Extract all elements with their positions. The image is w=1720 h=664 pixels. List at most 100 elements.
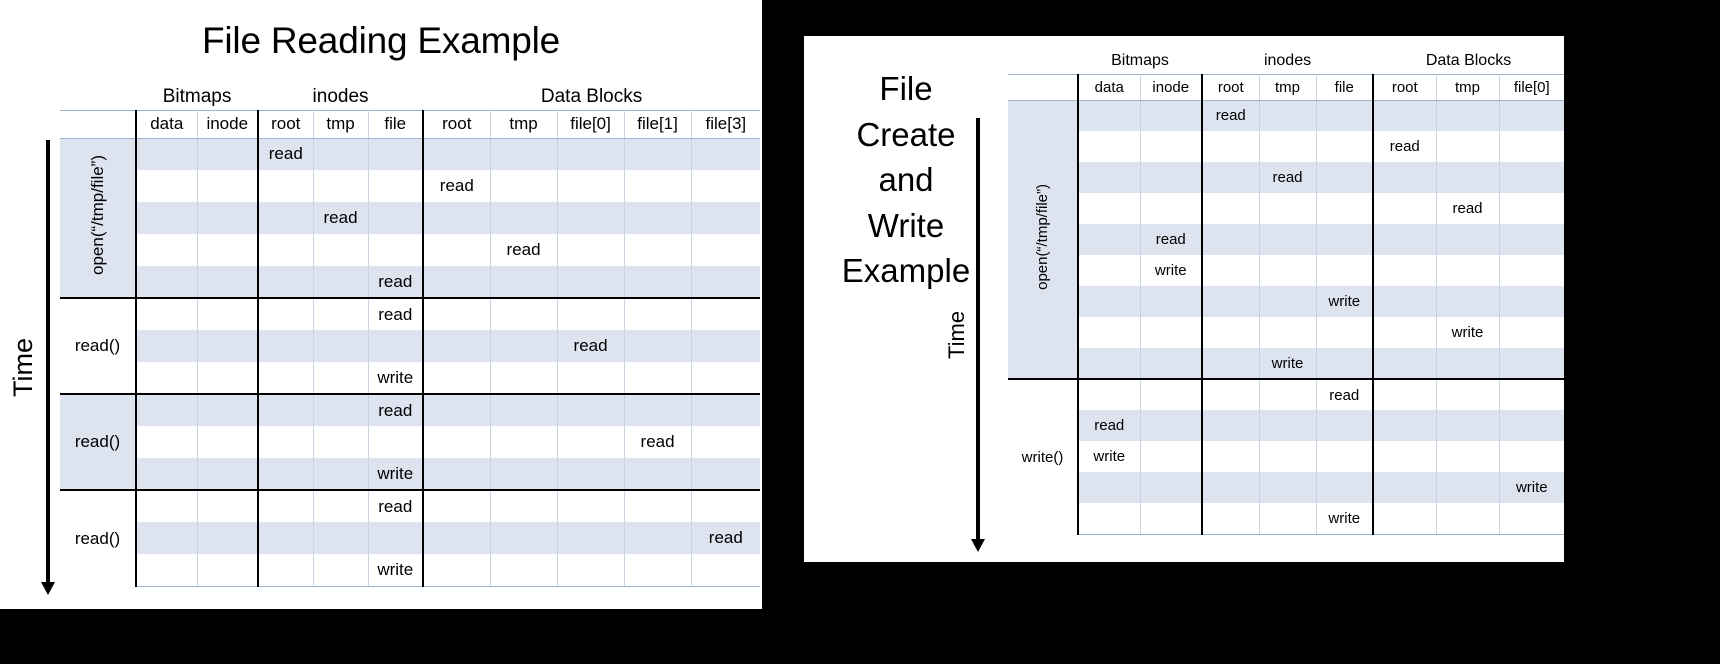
cell-data-file0 xyxy=(557,554,625,587)
cell-bm-inode xyxy=(197,266,260,298)
cell-inode-tmp xyxy=(1259,131,1317,162)
cell-data-file3 xyxy=(691,202,761,234)
cell-inode-root xyxy=(1202,378,1260,410)
cell-bm-inode xyxy=(1140,441,1204,472)
left-colhdr-data-tmp: tmp xyxy=(490,109,558,139)
cell-data-root xyxy=(1373,193,1437,224)
cell-data-file0 xyxy=(1499,162,1565,193)
cell-inode-root xyxy=(1202,224,1260,255)
cell-data-file1 xyxy=(624,330,692,362)
cell-inode-file: read xyxy=(1316,378,1375,410)
cell-data-tmp xyxy=(1436,224,1500,255)
cell-bm-inode xyxy=(1140,378,1204,410)
cell-data-tmp xyxy=(490,170,558,202)
cell-bm-inode xyxy=(1140,193,1204,224)
cell-bm-inode xyxy=(1140,472,1204,503)
cell-bm-inode xyxy=(1140,162,1204,193)
cell-inode-root xyxy=(1202,162,1260,193)
cell-data-tmp xyxy=(1436,100,1500,131)
cell-data-file0: write xyxy=(1499,472,1565,503)
left-op-label-read-1: read() xyxy=(60,297,137,394)
table-row: write xyxy=(60,554,761,587)
cell-inode-tmp xyxy=(1259,441,1317,472)
cell-inode-root xyxy=(1202,255,1260,286)
cell-inode-file xyxy=(1316,255,1375,286)
right-time-label: Time xyxy=(944,310,969,360)
cell-inode-file xyxy=(1316,193,1375,224)
cell-inode-root xyxy=(1202,348,1260,379)
cell-bm-inode xyxy=(1140,100,1204,131)
cell-bm-inode xyxy=(1140,348,1204,379)
cell-data-file0 xyxy=(557,234,625,266)
cell-data-tmp xyxy=(1436,131,1500,162)
cell-data-tmp xyxy=(490,522,558,554)
cell-bm-data xyxy=(1078,472,1141,503)
cell-inode-tmp xyxy=(313,170,369,202)
left-group-header-inodes: inodes xyxy=(258,84,424,110)
cell-inode-root xyxy=(258,522,314,554)
right-op-label-open: open(“/tmp/file”) xyxy=(1008,100,1079,379)
cell-inode-tmp xyxy=(313,554,369,587)
cell-bm-inode xyxy=(1140,286,1204,317)
table-row: read xyxy=(1008,162,1565,193)
cell-inode-tmp xyxy=(1259,410,1317,441)
left-group-header-row: Bitmaps inodes Data Blocks xyxy=(60,84,761,110)
right-colhdr-bm-inode: inode xyxy=(1140,73,1204,101)
cell-inode-tmp xyxy=(313,458,369,490)
cell-inode-file xyxy=(1316,472,1375,503)
cell-data-file0 xyxy=(557,297,625,330)
cell-inode-root xyxy=(258,170,314,202)
cell-bm-inode xyxy=(197,138,260,170)
left-time-axis: Time xyxy=(8,140,55,595)
cell-data-file3: read xyxy=(691,522,761,554)
cell-inode-root xyxy=(258,458,314,490)
cell-inode-tmp xyxy=(1259,255,1317,286)
cell-inode-root xyxy=(258,426,314,458)
cell-inode-root xyxy=(258,234,314,266)
table-row: write xyxy=(1008,348,1565,379)
cell-data-file0 xyxy=(557,522,625,554)
cell-data-file1 xyxy=(624,297,692,330)
cell-inode-file xyxy=(368,234,425,266)
left-colhdr-bm-data: data xyxy=(136,109,198,139)
cell-data-file0 xyxy=(1499,255,1564,286)
cell-inode-file xyxy=(1316,441,1375,472)
cell-data-file0: read xyxy=(557,330,625,362)
cell-inode-file: write xyxy=(1316,286,1375,317)
cell-bm-inode xyxy=(197,489,260,522)
cell-data-tmp xyxy=(490,426,558,458)
cell-data-root: read xyxy=(423,170,491,202)
cell-data-file3 xyxy=(691,489,761,522)
right-group-header-datablocks: Data Blocks xyxy=(1373,48,1565,74)
right-colhdr-inode-tmp: tmp xyxy=(1259,73,1317,101)
cell-inode-tmp xyxy=(313,522,369,554)
cell-bm-data xyxy=(1078,503,1141,535)
right-colhdr-bm-data: data xyxy=(1078,73,1141,101)
left-colhdr-data-file3: file[3] xyxy=(691,109,761,139)
cell-inode-root xyxy=(1202,441,1260,472)
cell-inode-file: write xyxy=(368,554,425,587)
table-row: read xyxy=(60,330,761,362)
cell-data-root xyxy=(423,234,491,266)
left-colhdr-data-root: root xyxy=(423,109,491,139)
left-colhdr-corner xyxy=(60,109,137,139)
cell-inode-file xyxy=(368,426,425,458)
cell-data-tmp xyxy=(490,266,558,298)
cell-data-file0 xyxy=(1499,348,1565,379)
cell-inode-root xyxy=(1202,410,1260,441)
table-row: read() read xyxy=(60,393,761,490)
left-op-label-open: open(“/tmp/file”) xyxy=(60,138,137,298)
cell-inode-file: write xyxy=(1316,503,1375,535)
right-op-label-write: write() xyxy=(1008,378,1079,534)
cell-inode-tmp xyxy=(1259,317,1317,348)
cell-bm-data: read xyxy=(1078,410,1141,441)
right-colhdr-data-file0: file[0] xyxy=(1499,73,1565,101)
cell-inode-file xyxy=(368,202,425,234)
left-colhdr-data-file1: file[1] xyxy=(624,109,692,139)
cell-bm-data xyxy=(136,522,198,554)
cell-bm-data xyxy=(136,362,198,394)
cell-data-tmp: write xyxy=(1436,317,1500,348)
cell-data-file3 xyxy=(691,170,760,202)
cell-bm-inode xyxy=(1140,131,1204,162)
right-title-line-4: Write xyxy=(867,206,945,244)
